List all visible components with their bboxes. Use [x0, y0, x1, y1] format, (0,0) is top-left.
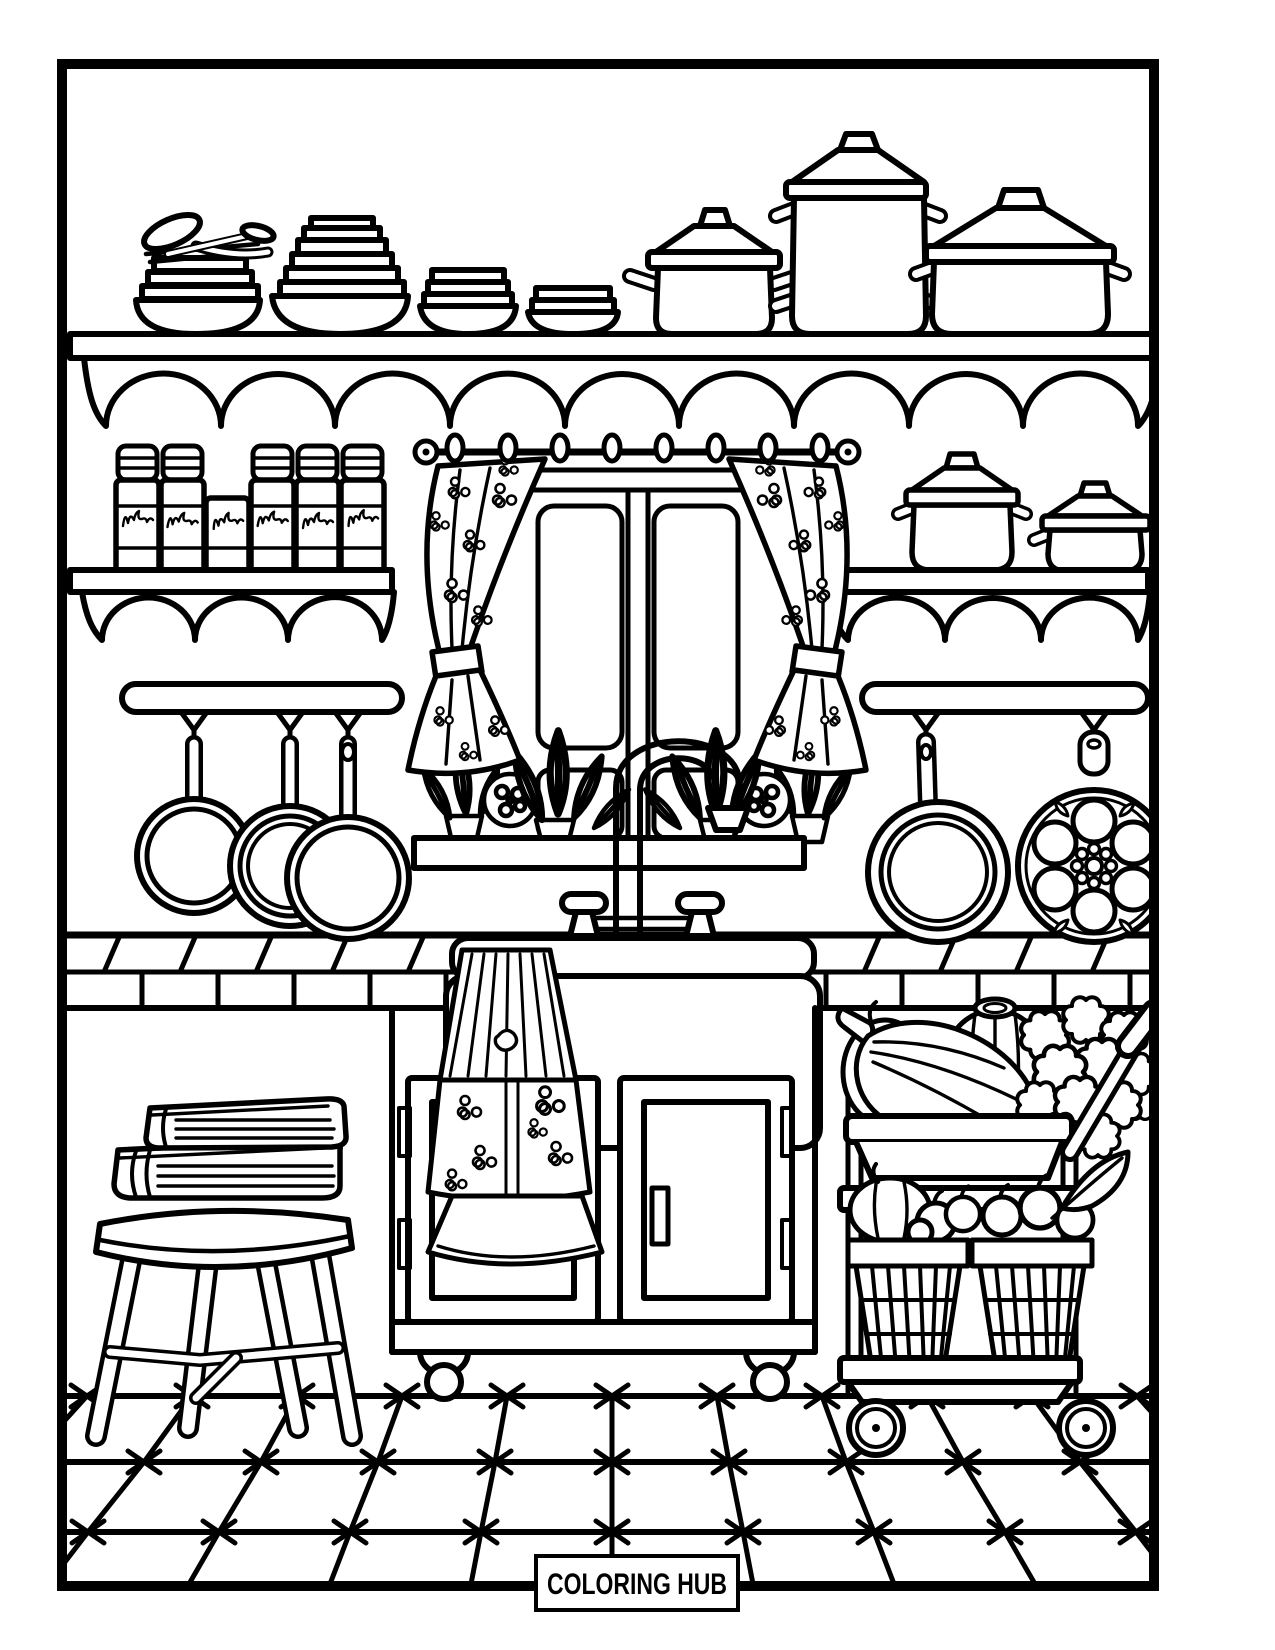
hanging-saucepan — [284, 735, 412, 942]
cart-top-tray — [843, 1113, 1075, 1145]
shelf-scalloped-apron — [825, 589, 1150, 643]
stacked-books — [111, 1096, 349, 1201]
door-handle — [649, 1185, 671, 1247]
lidded-pot — [891, 451, 1033, 573]
bowl-stack-with-spoons — [133, 211, 277, 337]
windowsill — [411, 835, 807, 871]
window-pane — [535, 503, 625, 751]
shelf-scalloped-apron — [81, 355, 1150, 429]
shelf-board — [67, 567, 395, 595]
pot-shelf — [813, 451, 1150, 643]
hanging-saucepan — [134, 735, 254, 916]
shelf-board — [67, 331, 1150, 361]
faucet-spout — [705, 805, 751, 833]
cart-baskets — [845, 1237, 1095, 1371]
footer-brand-box: COLORING HUB — [534, 1554, 740, 1612]
spice-shelf — [67, 443, 397, 643]
roasting-pot — [908, 187, 1132, 337]
window — [405, 435, 866, 939]
kitchen-cart — [835, 995, 1150, 1458]
floral-dish-towel — [425, 947, 605, 1267]
shelf-scalloped-apron — [79, 589, 397, 643]
windowsill-plants — [418, 731, 633, 847]
wooden-spoon — [141, 211, 203, 253]
cart-vegetables — [835, 995, 1150, 1160]
top-shelf — [67, 131, 1150, 429]
nested-bowl-stack — [269, 215, 411, 337]
small-bowl-stack — [525, 285, 621, 337]
stool-with-books — [85, 1096, 363, 1447]
hanging-rail-left — [119, 681, 412, 942]
small-bowl-stack — [417, 267, 519, 337]
cart-wheels — [846, 1398, 1116, 1458]
cabinet-door-right — [617, 1075, 795, 1325]
hanging-decorative-pan — [1015, 729, 1150, 945]
hanging-rail-right — [859, 681, 1150, 945]
shelf-board — [813, 567, 1150, 595]
spice-jars — [113, 443, 387, 575]
footer-brand-label: COLORING HUB — [547, 1568, 727, 1601]
curtain-rod — [412, 435, 862, 466]
stool-seat — [93, 1207, 355, 1271]
curtain — [405, 457, 548, 777]
window-pane — [651, 503, 741, 751]
sink-cabinet — [389, 935, 823, 1402]
lidded-pot — [1027, 480, 1150, 574]
floor-tiles — [66, 1385, 1150, 1582]
faucet — [559, 738, 751, 939]
hanging-frying-pan — [865, 732, 1011, 945]
